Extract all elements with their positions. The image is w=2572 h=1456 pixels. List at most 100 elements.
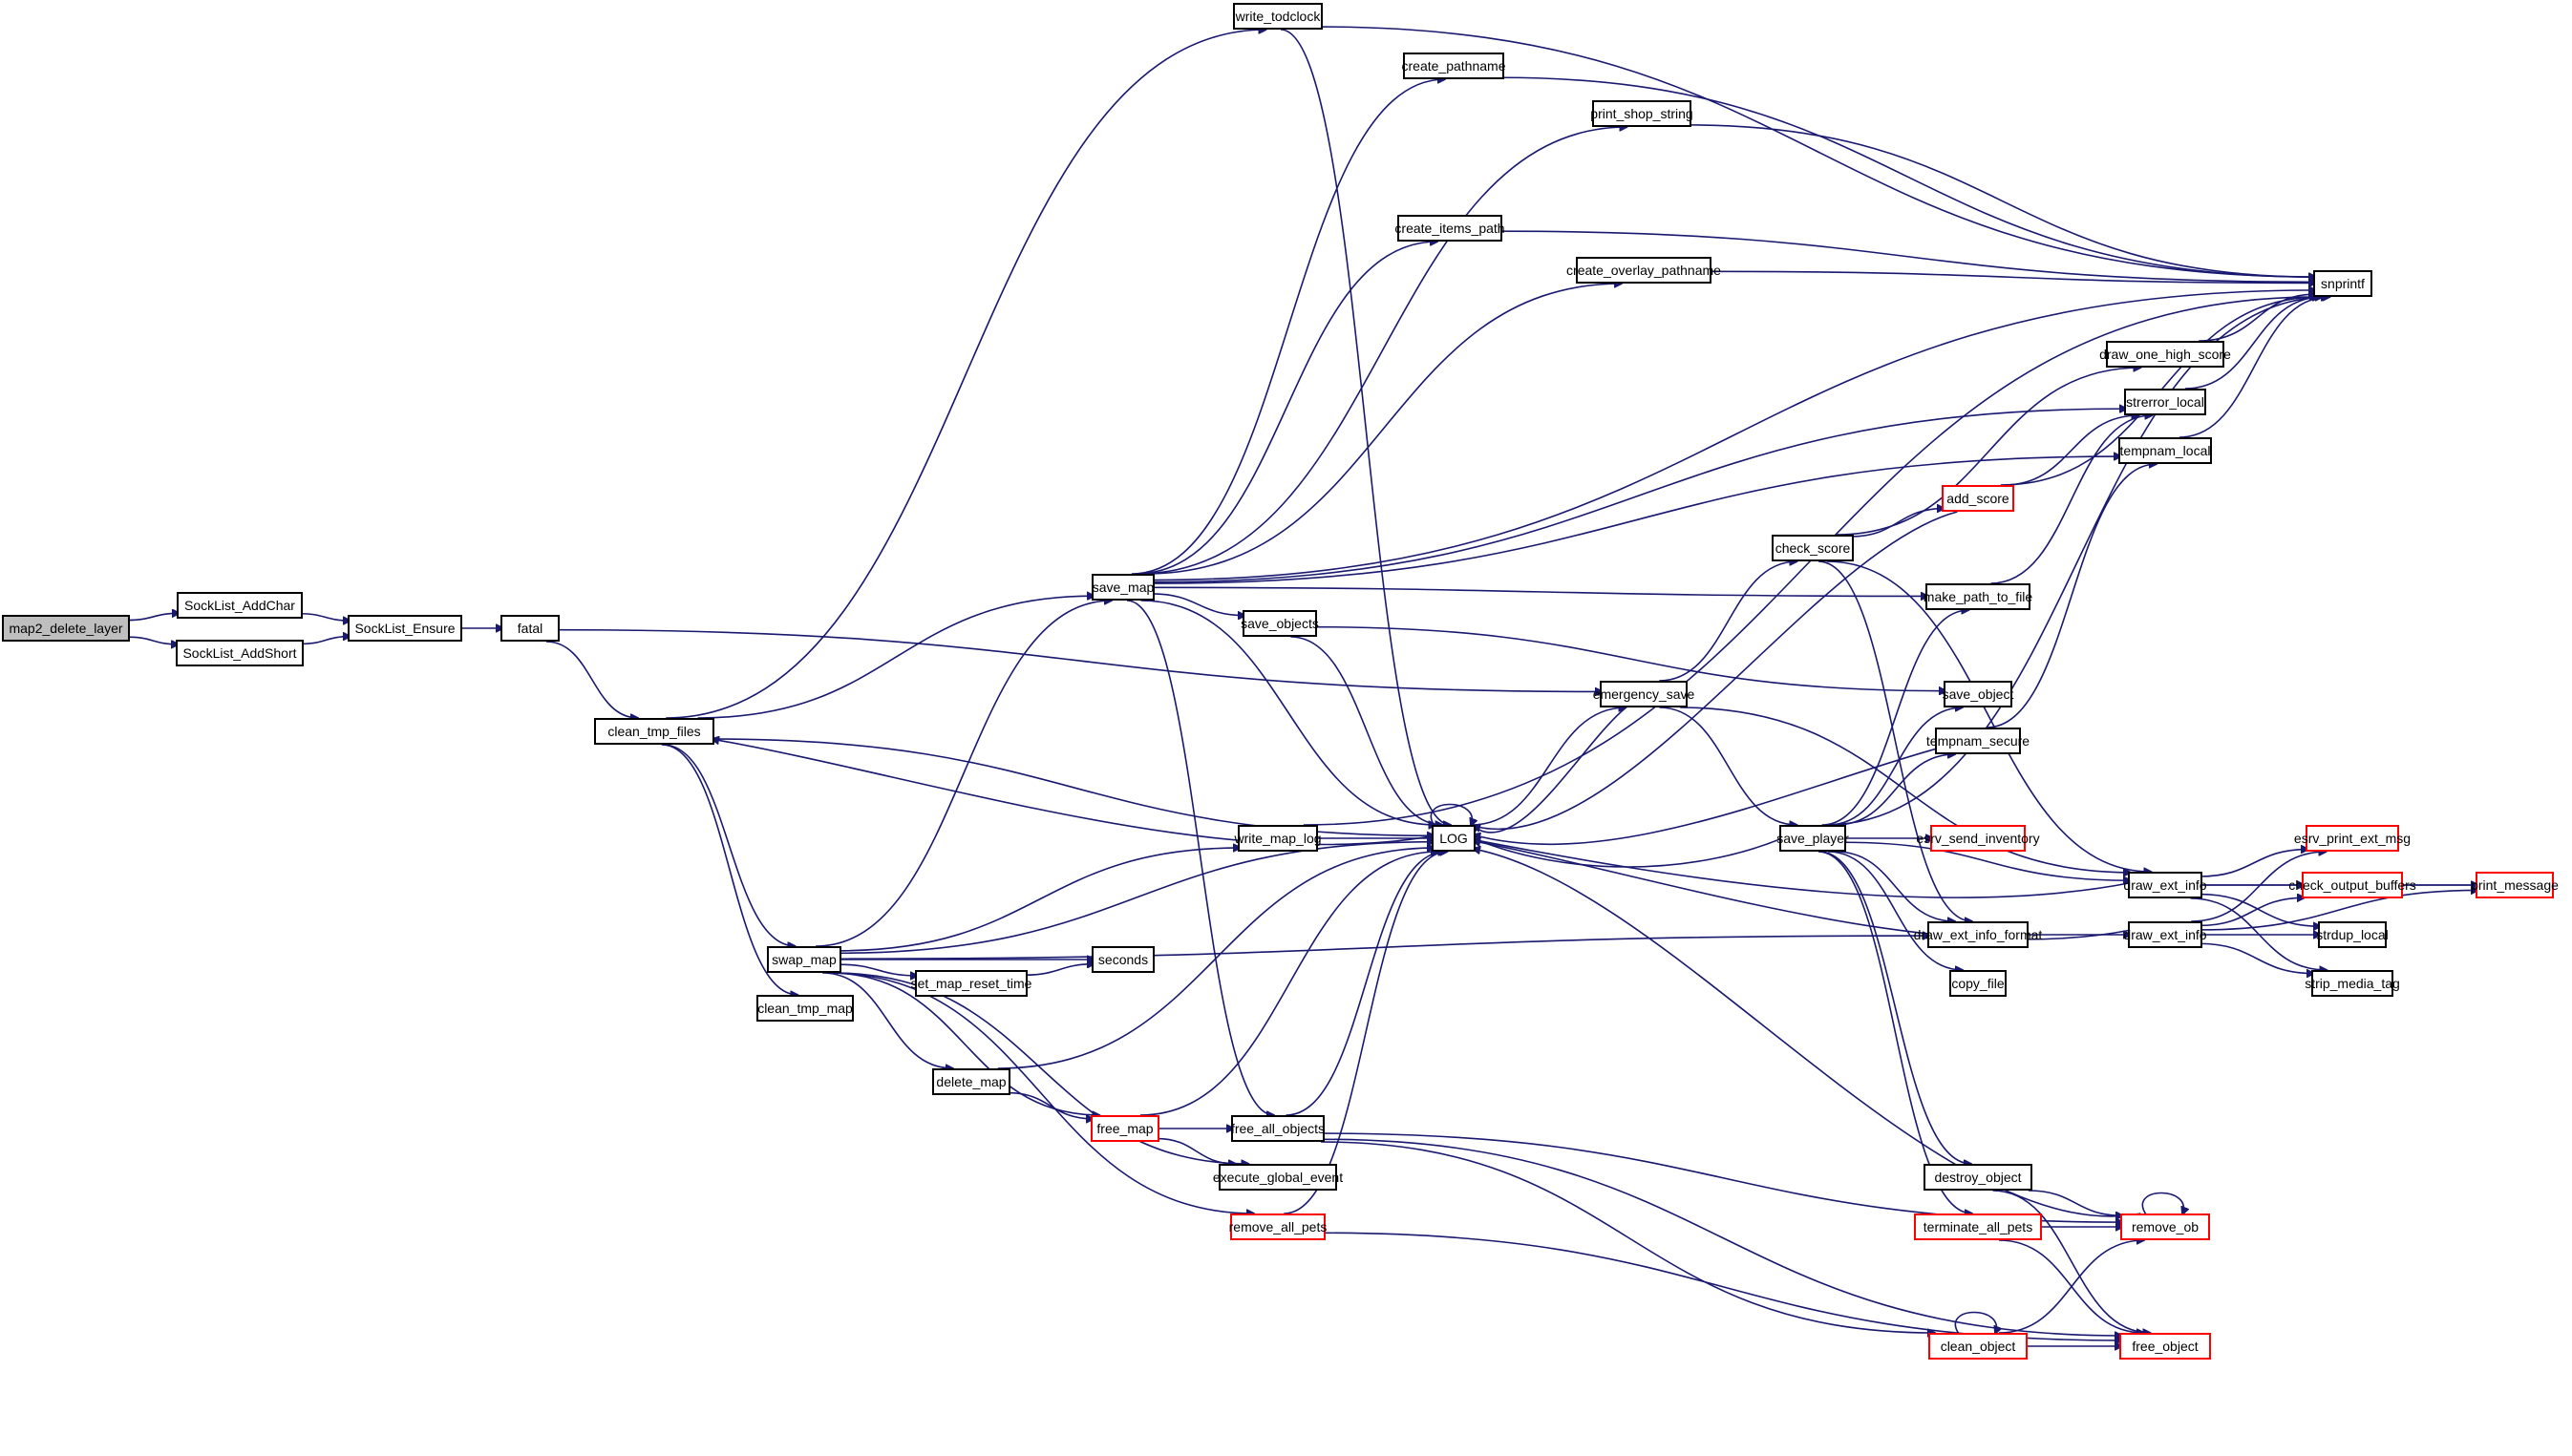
node-box[interactable]	[2302, 872, 2403, 898]
node-box[interactable]	[1600, 681, 1688, 707]
node-tempnam_local[interactable]: tempnam_local	[2118, 437, 2212, 464]
node-box[interactable]	[348, 615, 462, 642]
node-map2_delete_layer[interactable]: map2_delete_layer	[2, 615, 130, 642]
node-box[interactable]	[1772, 535, 1854, 561]
node-copy_file[interactable]: copy_file	[1949, 970, 2007, 997]
node-box[interactable]	[2306, 825, 2399, 852]
node-draw_ext_info_b[interactable]: draw_ext_info	[2123, 921, 2207, 948]
node-box[interactable]	[1243, 610, 1317, 637]
node-create_pathname[interactable]: create_pathname	[1402, 53, 1506, 79]
node-box[interactable]	[1576, 257, 1711, 284]
node-box[interactable]	[1935, 728, 2021, 754]
node-box[interactable]	[2, 615, 130, 642]
node-save_player[interactable]: save_player	[1776, 825, 1849, 852]
node-box[interactable]	[1403, 53, 1504, 79]
node-free_all_objects[interactable]: free_all_objects	[1231, 1115, 1325, 1142]
node-box[interactable]	[1231, 1115, 1325, 1142]
node-free_object[interactable]: free_object	[2119, 1333, 2211, 1360]
node-box[interactable]	[1779, 825, 1846, 852]
node-check_score[interactable]: check_score	[1772, 535, 1854, 561]
node-box[interactable]	[2476, 872, 2554, 898]
node-clean_tmp_files[interactable]: clean_tmp_files	[594, 718, 714, 745]
node-box[interactable]	[1432, 825, 1476, 852]
node-box[interactable]	[1930, 825, 2026, 852]
node-box[interactable]	[2128, 921, 2202, 948]
node-SockList_Ensure[interactable]: SockList_Ensure	[348, 615, 462, 642]
node-make_path_to_file[interactable]: make_path_to_file	[1924, 583, 2033, 610]
node-box[interactable]	[2120, 1213, 2210, 1240]
node-delete_map[interactable]: delete_map	[932, 1068, 1010, 1095]
node-print_shop_string[interactable]: print_shop_string	[1590, 100, 1693, 127]
node-box[interactable]	[915, 970, 1028, 997]
node-box[interactable]	[1928, 1333, 2028, 1360]
node-box[interactable]	[1219, 1164, 1337, 1191]
node-create_overlay_pathname[interactable]: create_overlay_pathname	[1566, 257, 1721, 284]
node-box[interactable]	[1949, 970, 2007, 997]
node-strdup_local[interactable]: strdup_local	[2316, 921, 2389, 948]
node-clean_object[interactable]: clean_object	[1928, 1333, 2028, 1360]
node-seconds[interactable]: seconds	[1092, 946, 1155, 973]
node-box[interactable]	[2124, 389, 2206, 415]
node-set_map_reset_time[interactable]: set_map_reset_time	[911, 970, 1032, 997]
node-LOG[interactable]: LOG	[1432, 825, 1476, 852]
node-box[interactable]	[1942, 485, 2014, 512]
node-execute_global_event[interactable]: execute_global_event	[1213, 1164, 1343, 1191]
node-remove_all_pets[interactable]: remove_all_pets	[1229, 1213, 1328, 1240]
node-add_score[interactable]: add_score	[1942, 485, 2014, 512]
node-box[interactable]	[1397, 215, 1502, 242]
node-box[interactable]	[2106, 341, 2224, 368]
node-clean_tmp_map[interactable]: clean_tmp_map	[756, 995, 854, 1022]
node-strip_media_tag[interactable]: strip_media_tag	[2305, 970, 2400, 997]
node-box[interactable]	[594, 718, 714, 745]
node-box[interactable]	[1925, 583, 2030, 610]
node-box[interactable]	[1944, 681, 2012, 707]
node-box[interactable]	[2128, 872, 2202, 898]
node-snprintf[interactable]: snprintf	[2313, 270, 2372, 297]
node-fatal[interactable]: fatal	[500, 615, 560, 642]
node-swap_map[interactable]: swap_map	[767, 946, 841, 973]
node-draw_ext_info_format[interactable]: draw_ext_info_format	[1914, 921, 2043, 948]
node-destroy_object[interactable]: destroy_object	[1924, 1164, 2032, 1191]
node-draw_one_high_score[interactable]: draw_one_high_score	[2099, 341, 2231, 368]
node-box[interactable]	[2311, 970, 2393, 997]
node-remove_ob[interactable]: remove_ob	[2120, 1213, 2210, 1240]
node-emergency_save[interactable]: emergency_save	[1593, 681, 1695, 707]
node-esrv_send_inventory[interactable]: esrv_send_inventory	[1916, 825, 2040, 852]
node-save_object[interactable]: save_object	[1943, 681, 2014, 707]
node-create_items_path[interactable]: create_items_path	[1394, 215, 1505, 242]
node-box[interactable]	[177, 592, 303, 619]
node-box[interactable]	[756, 995, 854, 1022]
node-tempnam_secure[interactable]: tempnam_secure	[1926, 728, 2030, 754]
node-save_objects[interactable]: save_objects	[1241, 610, 1319, 637]
node-strerror_local[interactable]: strerror_local	[2124, 389, 2206, 415]
node-box[interactable]	[1230, 1213, 1326, 1240]
node-box[interactable]	[1238, 825, 1318, 852]
node-write_todclock[interactable]: write_todclock	[1233, 3, 1323, 30]
node-box[interactable]	[1233, 3, 1323, 30]
node-box[interactable]	[1091, 1115, 1159, 1142]
node-free_map[interactable]: free_map	[1091, 1115, 1159, 1142]
node-box[interactable]	[932, 1068, 1010, 1095]
node-box[interactable]	[1914, 1213, 2042, 1240]
node-check_output_buffers[interactable]: check_output_buffers	[2288, 872, 2416, 898]
node-esrv_print_ext_msg[interactable]: esrv_print_ext_msg	[2294, 825, 2411, 852]
node-box[interactable]	[1092, 946, 1155, 973]
node-box[interactable]	[2318, 921, 2387, 948]
node-box[interactable]	[1592, 100, 1691, 127]
node-SockList_AddShort[interactable]: SockList_AddShort	[176, 640, 304, 666]
node-save_map[interactable]: save_map	[1092, 574, 1155, 601]
node-write_map_log[interactable]: write_map_log	[1233, 825, 1322, 852]
node-box[interactable]	[2118, 437, 2212, 464]
node-box[interactable]	[1924, 1164, 2032, 1191]
node-box[interactable]	[2313, 270, 2372, 297]
node-SockList_AddChar[interactable]: SockList_AddChar	[177, 592, 303, 619]
node-box[interactable]	[1092, 574, 1155, 601]
node-box[interactable]	[176, 640, 304, 666]
node-print_message[interactable]: print_message	[2471, 872, 2559, 898]
node-box[interactable]	[500, 615, 560, 642]
node-box[interactable]	[2119, 1333, 2211, 1360]
node-draw_ext_info_a[interactable]: draw_ext_info	[2123, 872, 2207, 898]
node-box[interactable]	[1927, 921, 2029, 948]
node-terminate_all_pets[interactable]: terminate_all_pets	[1914, 1213, 2042, 1240]
node-box[interactable]	[767, 946, 841, 973]
